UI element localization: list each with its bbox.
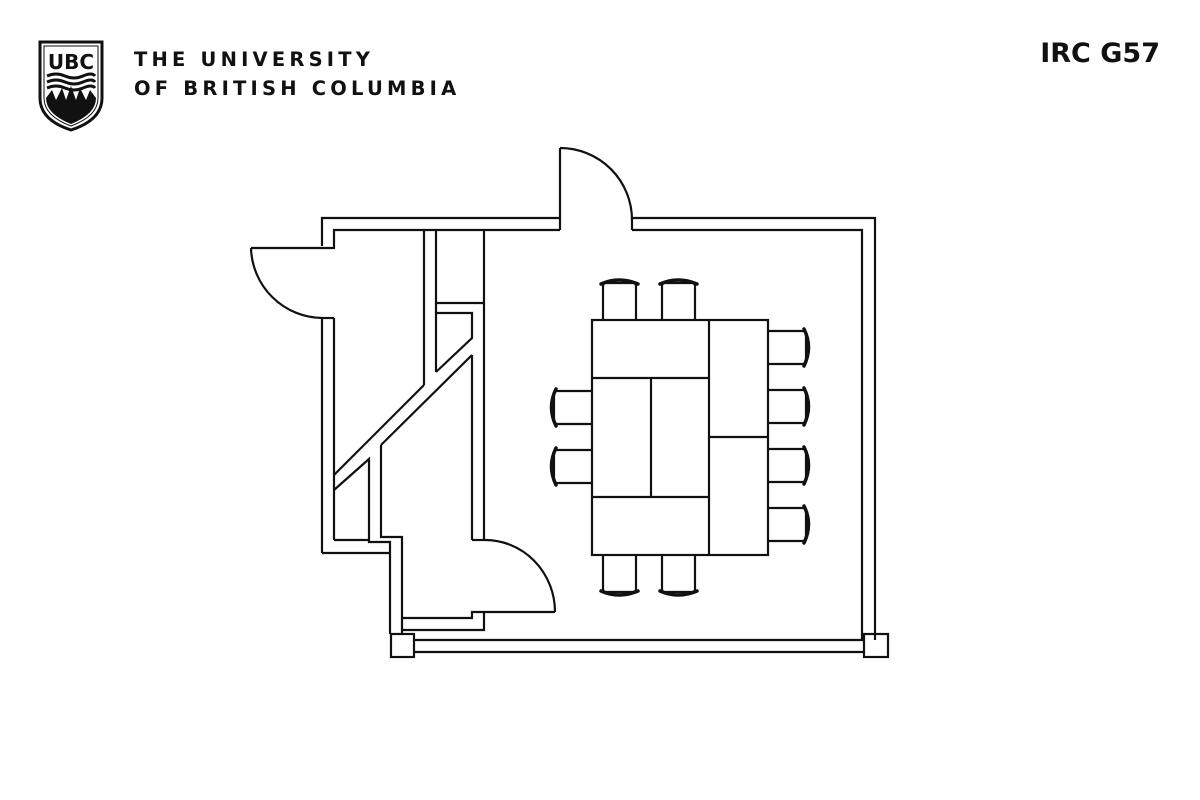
svg-text:UBC: UBC — [48, 50, 94, 74]
conference-table — [590, 318, 770, 557]
chair-right-2 — [768, 386, 811, 427]
chair-left-1 — [549, 387, 592, 428]
institution-wordmark: THE UNIVERSITY OF BRITISH COLUMBIA — [134, 45, 460, 103]
room-code-title: IRC G57 — [1040, 38, 1160, 69]
institution-line-1: THE UNIVERSITY — [134, 48, 375, 71]
vestibule-door[interactable] — [472, 538, 557, 613]
shield-icon: UBC — [38, 40, 104, 132]
chair-right-4 — [768, 504, 811, 545]
chair-top-1 — [599, 278, 640, 320]
chairs — [549, 278, 811, 597]
exterior-walls — [320, 216, 890, 659]
chair-top-2 — [658, 278, 699, 320]
institution-line-2: OF BRITISH COLUMBIA — [134, 77, 461, 100]
chair-bottom-1 — [599, 555, 640, 597]
chair-right-1 — [768, 327, 811, 368]
chair-bottom-2 — [658, 555, 699, 597]
chair-left-2 — [549, 446, 592, 487]
chair-right-3 — [768, 445, 811, 486]
ubc-crest-logo: UBC — [38, 40, 104, 132]
left-entry-door[interactable] — [249, 246, 336, 320]
top-entry-door[interactable] — [558, 146, 634, 230]
interior-partitions — [322, 230, 555, 634]
